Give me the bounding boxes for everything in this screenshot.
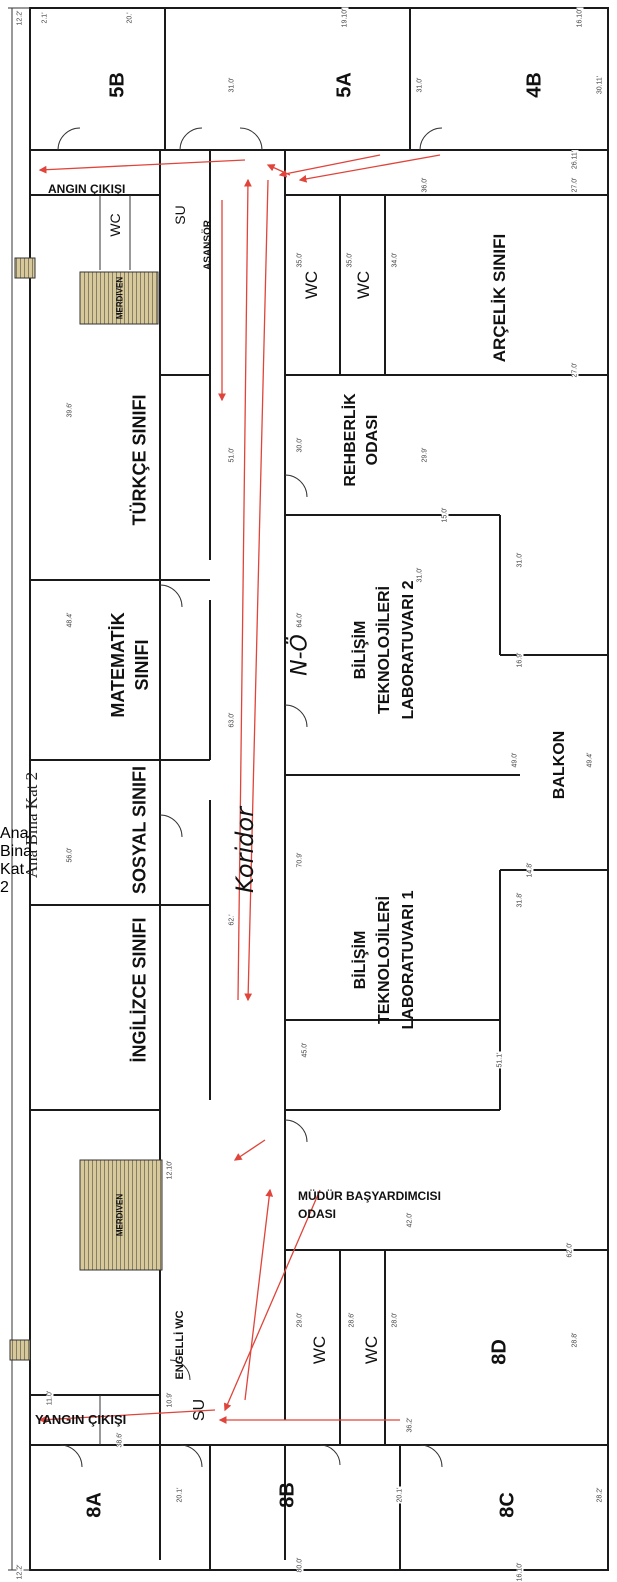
dimension-label: 62.' [228, 913, 236, 927]
dimension-label: 15.0' [441, 506, 449, 524]
dimension-label: 63.0' [228, 711, 236, 729]
room-su-top: SU [172, 205, 188, 225]
dimension-label: 49.4' [586, 751, 594, 769]
dimension-label: 51.1' [496, 1051, 504, 1069]
dimension-label: 19.10' [341, 7, 349, 29]
room-wc-4: WC [362, 1335, 381, 1365]
dimension-label: 34.0' [391, 251, 399, 269]
dimension-label: 28.8' [571, 1331, 579, 1349]
room-merdiven-top: MERDIVEN [115, 276, 125, 320]
room-engelli-wc: ENGELLİ WC [174, 1310, 186, 1380]
dimension-label: 2.1' [41, 11, 49, 25]
dimension-label: 16.9' [516, 651, 524, 669]
dimension-label: 26.11' [571, 149, 579, 171]
dimension-label: 16.10' [516, 1561, 524, 1582]
dimension-label: 28.2' [596, 1486, 604, 1504]
room-5B: 5B [106, 72, 129, 98]
dimension-label: 36.0' [421, 176, 429, 194]
dimension-label: 20.1' [176, 1486, 184, 1504]
room-ingilizce: İNGİLİZCE SINIFI [129, 917, 150, 1063]
dimension-label: 35.0' [296, 251, 304, 269]
dimension-label: 12.10' [166, 1159, 174, 1181]
dimension-label: 51.0' [228, 446, 236, 464]
room-8C: 8C [496, 1492, 519, 1518]
dimension-label: 31.0' [516, 551, 524, 569]
room-wc-2: WC [354, 270, 373, 300]
dimension-label: 80.0' [296, 1556, 304, 1574]
dimension-label: 56.0' [66, 846, 74, 864]
dimension-label: 30.11' [596, 74, 604, 96]
dimension-label: 48.4' [66, 611, 74, 629]
room-wc-3: WC [310, 1335, 329, 1365]
dimension-label: 31.0' [416, 566, 424, 584]
dimension-label: 20.' [126, 11, 134, 25]
dimension-label: 30.0' [296, 436, 304, 454]
dimension-label: 38.6' [116, 1431, 124, 1449]
room-bilisim-1: BİLİŞİM TEKNOLOJİLERİ LABORATUVARI 1 [352, 890, 417, 1030]
dimension-label: 31.0' [416, 76, 424, 94]
dimension-label: 45.0' [301, 1041, 309, 1059]
dimension-label: 70.9' [296, 851, 304, 869]
room-asansor: ASANSÖR [202, 219, 214, 271]
dimension-label: 29.9' [421, 446, 429, 464]
corridor-note: Koridor [231, 807, 259, 893]
dimension-label: 10.9' [166, 1391, 174, 1409]
dimension-label: 39.6' [66, 401, 74, 419]
room-wc-top: WC [107, 213, 123, 237]
doors [57, 127, 443, 1468]
dimension-label: 49.0' [511, 751, 519, 769]
dimension-label: 35.0' [346, 251, 354, 269]
dimension-label: 27.0' [571, 361, 579, 379]
room-wc-1: WC [302, 270, 321, 300]
stairs [9, 257, 163, 1361]
room-turkce: TÜRKÇE SINIFI [129, 394, 150, 526]
dimension-label: 64.0' [296, 611, 304, 629]
dimension-label: 28.6' [348, 1311, 356, 1329]
dimension-label: 29.0' [296, 1311, 304, 1329]
plan-title-text: Ana Bina Kat 2 [22, 771, 41, 879]
room-8B: 8B [276, 1482, 299, 1508]
room-4B: 4B [523, 72, 546, 98]
dimension-label: 42.0' [406, 1211, 414, 1229]
room-rehberlik: REHBERLİK ODASI [342, 393, 381, 487]
room-exit-bottom: YANGIN ÇIKIŞI [35, 1412, 127, 1427]
corridor-code: N-Ö [287, 634, 313, 676]
dimension-label: 31.8' [516, 891, 524, 909]
evacuation-arrows [38, 154, 441, 1424]
dimension-label: 28.0' [391, 1311, 399, 1329]
room-arcelik: ARÇELİK SINIFI [490, 233, 509, 363]
room-8A: 8A [83, 1492, 106, 1518]
room-mudur: MÜDÜR BAŞYARDIMCISI ODASI [298, 1189, 441, 1221]
dimension-label: 20.1' [396, 1486, 404, 1504]
dimension-label: 31.0' [228, 76, 236, 94]
room-matematik: MATEMATİK SINIFI [108, 612, 152, 718]
room-8D: 8D [488, 1339, 511, 1365]
room-sosyal: SOSYAL SINIFI [129, 765, 150, 895]
dimension-label: 11.0' [46, 1389, 54, 1407]
room-merdiven-bottom: MERDIVEN [115, 1193, 125, 1237]
room-exit-top: ANGIN ÇIKIŞI [48, 182, 126, 196]
room-su-bottom: SU [191, 1398, 208, 1422]
dimension-label: 14.8' [526, 861, 534, 879]
room-5A: 5A [333, 72, 356, 98]
room-partitions [30, 8, 609, 1570]
dimension-label: 12.2' [16, 9, 24, 27]
room-balkon: BALKON [551, 730, 568, 800]
dimension-label: 36.2' [406, 1416, 414, 1434]
dimension-label: 27.0' [571, 176, 579, 194]
dimension-label: 62.0' [566, 1241, 574, 1259]
dimension-label: 16.10' [576, 7, 584, 29]
room-bilisim-2: BİLİŞİM TEKNOLOJİLERİ LABORATUVARI 2 [352, 580, 417, 720]
plan-title-rot: Ana Bina Kat 2 [22, 772, 42, 878]
dimension-label: 12.2' [16, 1563, 24, 1581]
